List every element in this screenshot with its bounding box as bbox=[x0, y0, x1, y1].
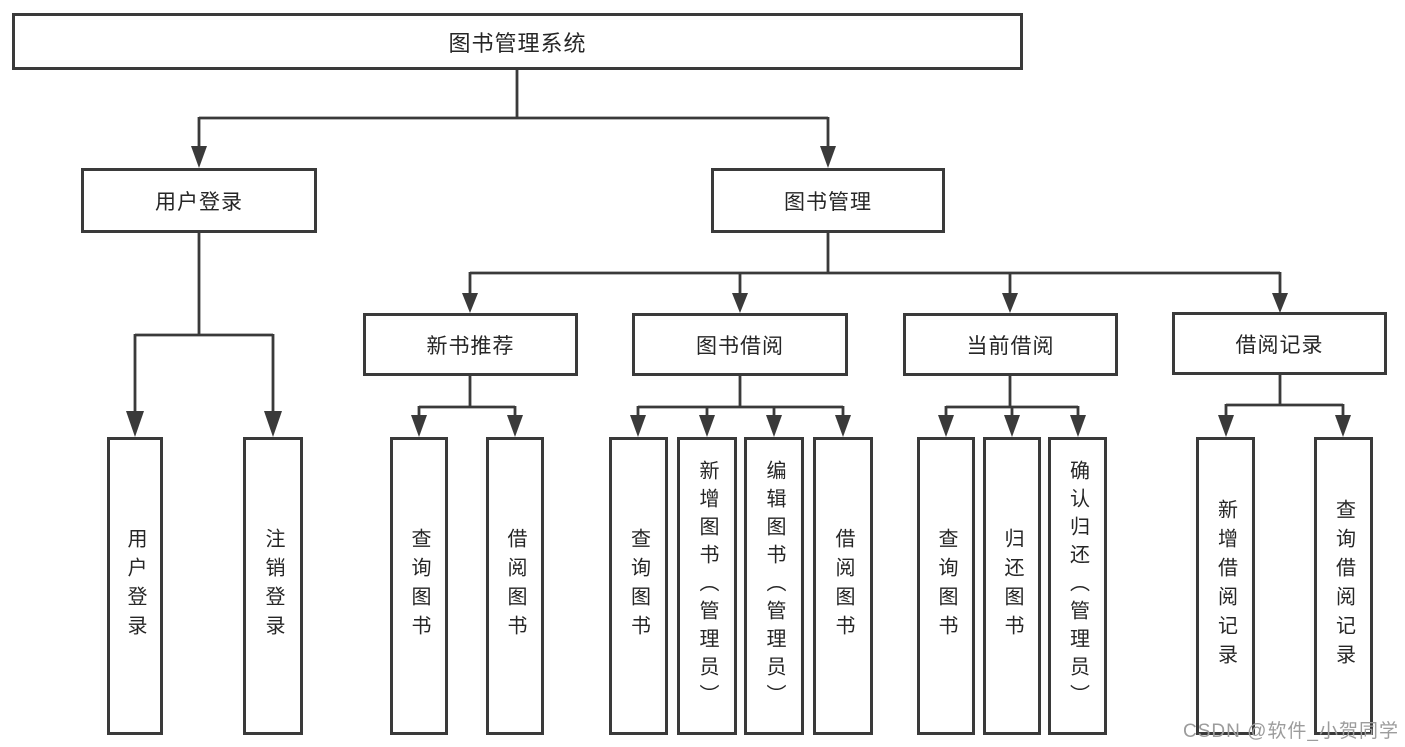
node-book-borrowing: 图书借阅 bbox=[632, 313, 848, 376]
leaf-newbook-borrow-books: 借阅图书 bbox=[486, 437, 544, 735]
leaf-current-return-books: 归还图书 bbox=[983, 437, 1041, 735]
leaf-logout-login: 注销登录 bbox=[243, 437, 303, 735]
leaf-current-confirm-return-admin: 确认归还（管理员） bbox=[1048, 437, 1107, 735]
leaf-current-confirm-return-admin-label: 确认归还（管理员） bbox=[1066, 460, 1089, 712]
leaf-logout-login-label: 注销登录 bbox=[262, 528, 284, 644]
leaf-newbook-query-books: 查询图书 bbox=[390, 437, 448, 735]
node-user-login: 用户登录 bbox=[81, 168, 317, 233]
leaf-borrow-query-books-label: 查询图书 bbox=[627, 528, 650, 644]
leaf-borrow-borrow-books: 借阅图书 bbox=[813, 437, 873, 735]
leaf-records-query-record: 查询借阅记录 bbox=[1314, 437, 1373, 735]
leaf-borrow-add-books-admin: 新增图书（管理员） bbox=[677, 437, 737, 735]
node-current-borrowing: 当前借阅 bbox=[903, 313, 1118, 376]
node-library-system: 图书管理系统 bbox=[12, 13, 1023, 70]
leaf-newbook-query-books-label: 查询图书 bbox=[408, 528, 430, 644]
leaf-current-query-books: 查询图书 bbox=[917, 437, 975, 735]
leaf-user-login-label: 用户登录 bbox=[124, 528, 146, 644]
leaf-records-query-record-label: 查询借阅记录 bbox=[1332, 499, 1355, 673]
leaf-user-login: 用户登录 bbox=[107, 437, 163, 735]
leaf-borrow-add-books-admin-label: 新增图书（管理员） bbox=[696, 460, 718, 712]
leaf-borrow-borrow-books-label: 借阅图书 bbox=[832, 528, 854, 644]
node-borrowing-records: 借阅记录 bbox=[1172, 312, 1387, 375]
leaf-borrow-edit-books-admin: 编辑图书（管理员） bbox=[744, 437, 804, 735]
leaf-borrow-edit-books-admin-label: 编辑图书（管理员） bbox=[763, 460, 785, 712]
node-book-management: 图书管理 bbox=[711, 168, 945, 233]
node-new-book-recommend: 新书推荐 bbox=[363, 313, 578, 376]
leaf-newbook-borrow-books-label: 借阅图书 bbox=[504, 528, 526, 644]
leaf-borrow-query-books: 查询图书 bbox=[609, 437, 668, 735]
leaf-current-query-books-label: 查询图书 bbox=[935, 528, 957, 644]
csdn-watermark: CSDN @软件_小贺同学 bbox=[1183, 721, 1399, 742]
leaf-records-add-record: 新增借阅记录 bbox=[1196, 437, 1255, 735]
leaf-records-add-record-label: 新增借阅记录 bbox=[1214, 499, 1237, 673]
leaf-current-return-books-label: 归还图书 bbox=[1001, 528, 1023, 644]
